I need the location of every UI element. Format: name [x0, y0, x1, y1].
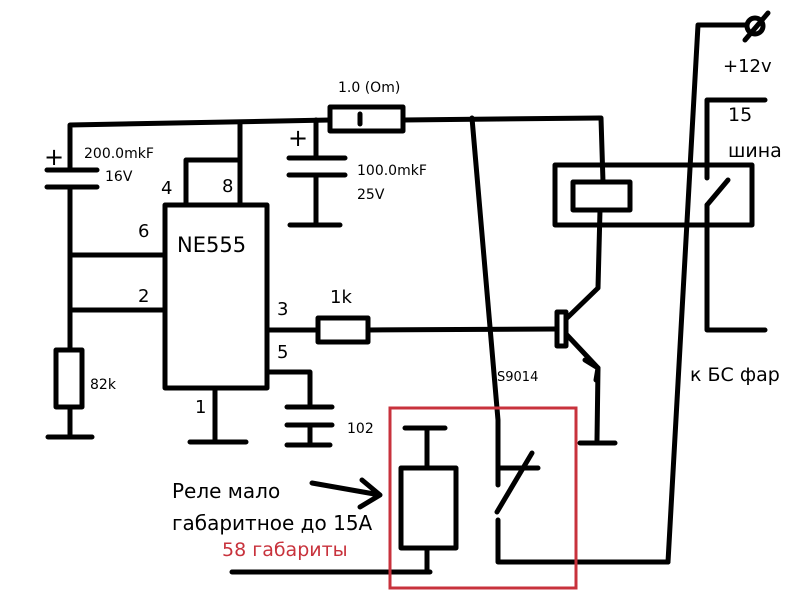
label-resistor-top: 1.0 (Om): [338, 80, 400, 96]
wire-pin4-8: [183, 119, 243, 208]
small-relay: [229, 425, 671, 575]
top-rail: [67, 115, 603, 171]
label-supply: +12v: [723, 56, 772, 77]
pin5-label: 5: [277, 342, 288, 363]
label-plus1: +: [44, 143, 64, 171]
capacitor-102: [264, 369, 335, 448]
label-cap2-value: 100.0mkF: [357, 163, 427, 179]
note-line1: Реле мало: [172, 479, 280, 503]
label-bus-name: шина: [728, 140, 782, 162]
resistor-82k: [45, 347, 95, 440]
note-line2: габаритное до 15А: [172, 511, 373, 535]
pin6-label: 6: [138, 221, 149, 242]
ic-name: NE555: [177, 233, 246, 257]
label-bus-num: 15: [728, 104, 752, 126]
pin4-label: 4: [161, 178, 172, 199]
highlight-box: [388, 406, 578, 590]
capacitor-100mkf: [286, 117, 348, 228]
main-relay: [552, 97, 768, 333]
note-red: 58 габариты: [222, 539, 348, 561]
label-transistor: S9014: [497, 370, 538, 385]
pin2-label: 2: [138, 286, 149, 307]
label-plus2: +: [288, 124, 308, 152]
resistor-1ohm: [327, 104, 406, 134]
transistor-s9014: [554, 207, 618, 446]
pin1-label: 1: [195, 397, 206, 418]
capacitor-200mkf: [44, 167, 100, 353]
wire-pin1-ground: [187, 385, 249, 445]
label-cap1-voltage: 16V: [105, 169, 133, 185]
pin8-label: 8: [222, 176, 233, 197]
wire-to-small-switch: [469, 115, 501, 488]
wire-pin3: [264, 326, 560, 333]
arrow-icon: [309, 477, 383, 510]
label-resistor-82k: 82k: [90, 377, 117, 393]
label-cap1-value: 200.0mkF: [84, 146, 154, 162]
label-output: к БС фар: [690, 364, 780, 386]
pin3-label: 3: [277, 299, 288, 320]
supply-terminal: [665, 10, 771, 565]
resistor-1k: [315, 315, 371, 345]
label-cap2-voltage: 25V: [357, 187, 385, 203]
label-resistor-1k: 1k: [330, 287, 352, 308]
label-cap3: 102: [347, 421, 374, 437]
